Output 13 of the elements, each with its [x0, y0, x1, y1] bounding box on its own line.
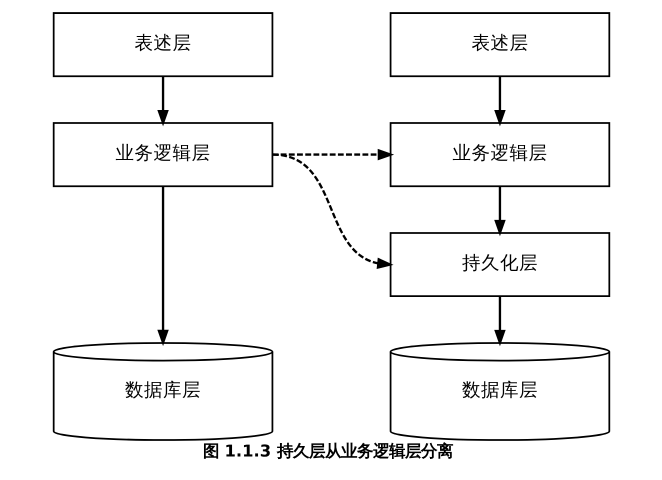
arrow: [494, 76, 506, 126]
arrow: [156, 186, 168, 346]
arrow: [272, 148, 394, 160]
arrow: [494, 186, 506, 236]
node-box: 业务逻辑层: [52, 122, 273, 188]
node-box: 业务逻辑层: [389, 122, 610, 188]
arrow: [494, 296, 506, 346]
arrow: [272, 153, 394, 270]
arrow: [156, 76, 168, 126]
node-box: 表述层: [389, 12, 610, 78]
caption: 图 1.1.3 持久层从业务逻辑层分离: [202, 442, 452, 461]
node-box: 表述层: [52, 12, 273, 78]
node-box: 持久化层: [389, 232, 610, 298]
